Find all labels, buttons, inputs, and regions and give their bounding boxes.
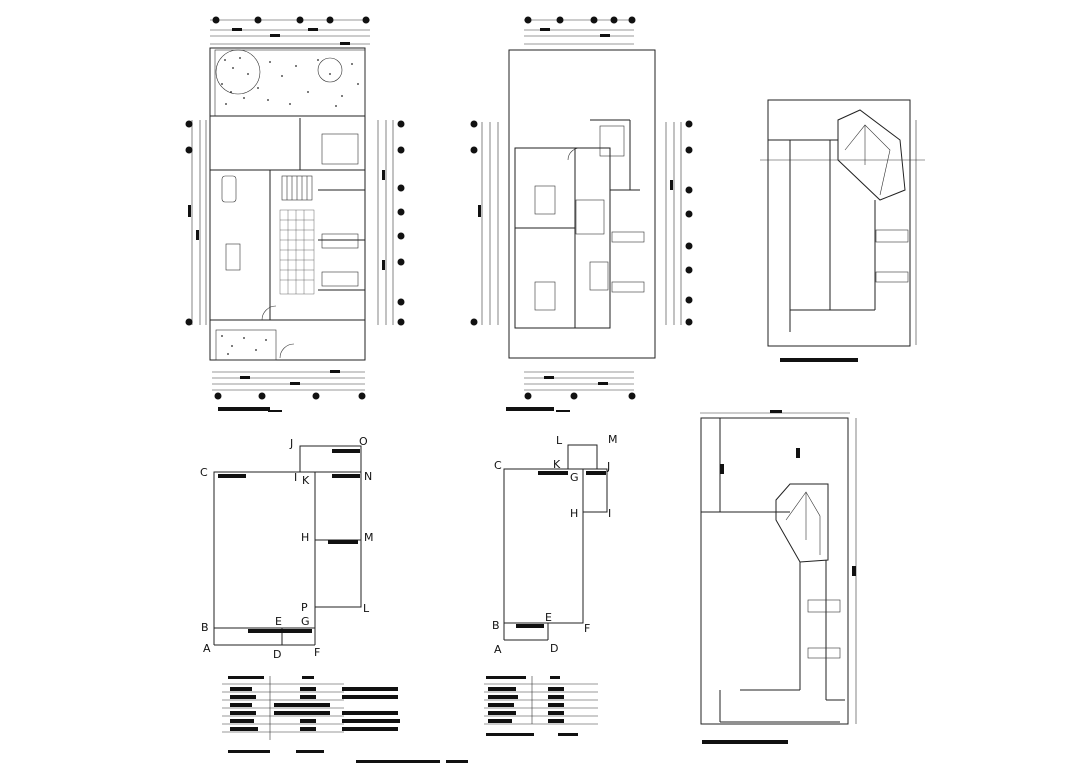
plan-caption-1 xyxy=(218,407,270,411)
point-label: P xyxy=(301,601,308,614)
point-label: B xyxy=(201,621,209,634)
back-garden xyxy=(215,329,277,361)
point-label: M xyxy=(608,433,618,446)
point-label: H xyxy=(570,507,578,520)
bed-3 xyxy=(534,281,556,311)
site-caption xyxy=(702,740,788,744)
point-label: M xyxy=(364,531,374,544)
plan2-top-dimensions xyxy=(524,16,636,45)
point-label: D xyxy=(273,648,281,661)
plan2-side-dimensions xyxy=(470,120,693,326)
point-label: K xyxy=(553,458,561,471)
point-label: H xyxy=(301,531,309,544)
point-label: A xyxy=(203,642,211,655)
bath xyxy=(575,199,605,235)
tiled-floor xyxy=(279,209,315,295)
lot-boundary-2 xyxy=(508,49,656,359)
sofa xyxy=(221,175,237,203)
shrub-symbol xyxy=(317,57,343,83)
area-diagram-2: L M C K J G H I E B F A D xyxy=(492,433,618,656)
grid-bubble xyxy=(212,16,220,24)
tree-symbol xyxy=(215,49,261,95)
area-diagram-1: J O C I K N H M P L B E G A D F xyxy=(200,435,374,661)
grid-bubble xyxy=(362,16,370,24)
stairs-1 xyxy=(281,175,313,201)
bed-4 xyxy=(589,261,609,291)
grid-bubble xyxy=(254,16,262,24)
point-label: J xyxy=(606,460,610,473)
door-swing xyxy=(261,305,277,321)
counter xyxy=(321,233,359,249)
point-label: E xyxy=(275,615,282,628)
point-label: L xyxy=(556,434,563,447)
upper-floor-plan xyxy=(470,16,693,412)
plan1-bottom-dimensions xyxy=(212,370,366,400)
point-label: I xyxy=(294,471,297,484)
point-label: L xyxy=(363,602,370,615)
counter-2 xyxy=(321,271,359,287)
dining-table xyxy=(225,243,241,271)
grid-bubble xyxy=(326,16,334,24)
point-label: G xyxy=(570,471,579,484)
point-label: J xyxy=(289,437,293,450)
point-label: B xyxy=(492,619,500,632)
area-table-1 xyxy=(222,676,400,753)
point-label: F xyxy=(584,622,590,635)
sheet-caption xyxy=(356,760,440,763)
bed-1 xyxy=(321,133,359,165)
grid-bubble xyxy=(296,16,304,24)
point-label: D xyxy=(550,642,558,655)
ground-floor-plan xyxy=(185,16,405,412)
front-garden xyxy=(214,49,366,117)
door-swing xyxy=(279,343,295,359)
point-label: C xyxy=(200,466,208,479)
plan1-side-dimensions xyxy=(185,120,405,326)
point-label: N xyxy=(364,470,372,483)
point-label: C xyxy=(494,459,502,472)
roof-site-plan xyxy=(700,410,857,744)
point-label: K xyxy=(302,474,310,487)
plan-caption-2 xyxy=(506,407,554,411)
point-label: E xyxy=(545,611,552,624)
roof-plan-small xyxy=(760,99,925,362)
area-table-2 xyxy=(484,676,598,736)
lot-boundary-1 xyxy=(209,47,366,361)
point-label: I xyxy=(608,507,611,520)
counter-4 xyxy=(611,281,645,293)
garden-texture xyxy=(221,57,359,107)
plan1-top-dimensions xyxy=(210,16,370,45)
point-label: O xyxy=(359,435,368,448)
point-label: A xyxy=(494,643,502,656)
counter-3 xyxy=(611,231,645,243)
point-label: F xyxy=(314,646,320,659)
point-label: G xyxy=(301,615,310,628)
bed-5 xyxy=(599,125,625,157)
plan2-bottom-dimensions xyxy=(524,371,636,400)
bed-2 xyxy=(534,185,556,215)
roof-caption xyxy=(780,358,858,362)
